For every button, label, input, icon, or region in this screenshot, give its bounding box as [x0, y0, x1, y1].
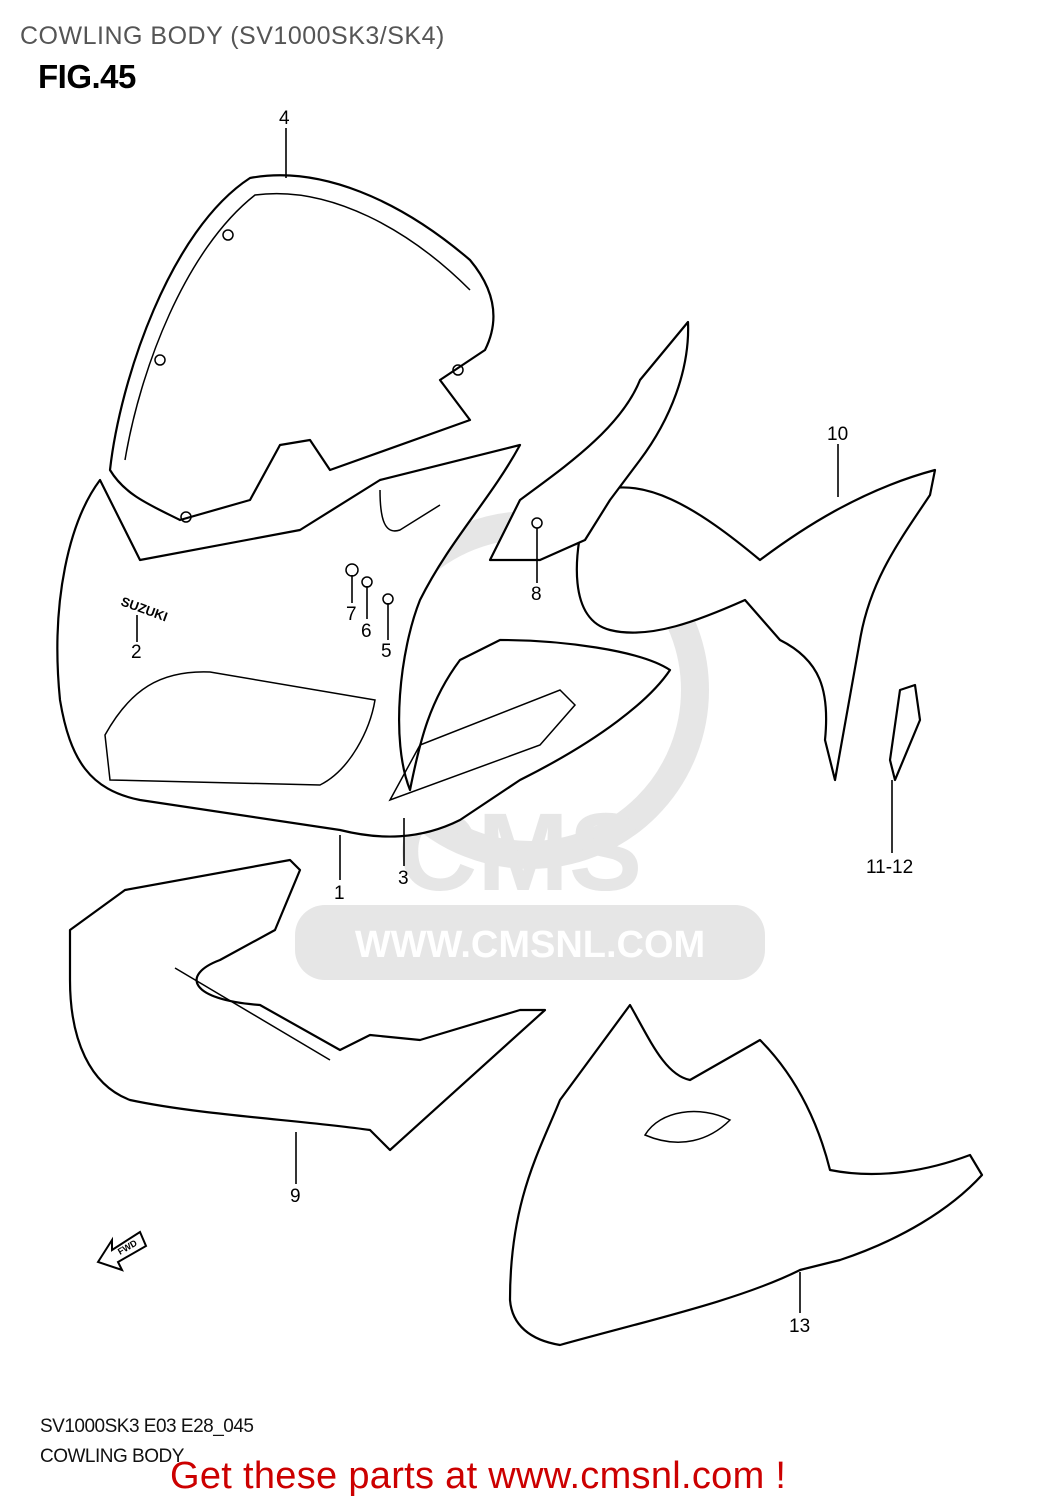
part-under-cowl[interactable]	[508, 1003, 984, 1347]
part-windscreen[interactable]	[108, 174, 495, 523]
callout-1: 1	[334, 883, 345, 904]
watermark-url-text: WWW.CMSNL.COM	[355, 924, 705, 966]
callout-9: 9	[290, 1186, 301, 1207]
fwd-arrow-icon: FWD	[96, 1230, 148, 1272]
callout-6: 6	[361, 621, 372, 642]
callout-2: 2	[131, 642, 142, 663]
part-lower-cowling[interactable]	[68, 858, 547, 1152]
part-bracket[interactable]	[888, 683, 922, 782]
callout-8: 8	[531, 584, 542, 605]
leader-lines	[136, 128, 893, 1313]
callout-4: 4	[279, 108, 290, 129]
callout-5: 5	[381, 641, 392, 662]
page-title: COWLING BODY (SV1000SK3/SK4)	[20, 22, 445, 50]
diagram-name: COWLING BODY	[40, 1446, 184, 1467]
callout-13: 13	[789, 1316, 810, 1337]
callout-labels: 4 10 8 7 6 5 2 1 3 11-12 9 13	[131, 108, 913, 1337]
figure-number: FIG.45	[38, 58, 136, 95]
part-inner-panel[interactable]	[488, 320, 937, 782]
callout-10: 10	[827, 424, 848, 445]
callout-3: 3	[398, 868, 409, 889]
diagram-code: SV1000SK3 E03 E28_045	[40, 1416, 254, 1437]
callout-7: 7	[346, 604, 357, 625]
callout-11-12: 11-12	[866, 857, 913, 878]
promo-link[interactable]: Get these parts at www.cmsnl.com !	[170, 1455, 787, 1497]
part-upper-cowling[interactable]: SUZUKI	[56, 443, 672, 838]
